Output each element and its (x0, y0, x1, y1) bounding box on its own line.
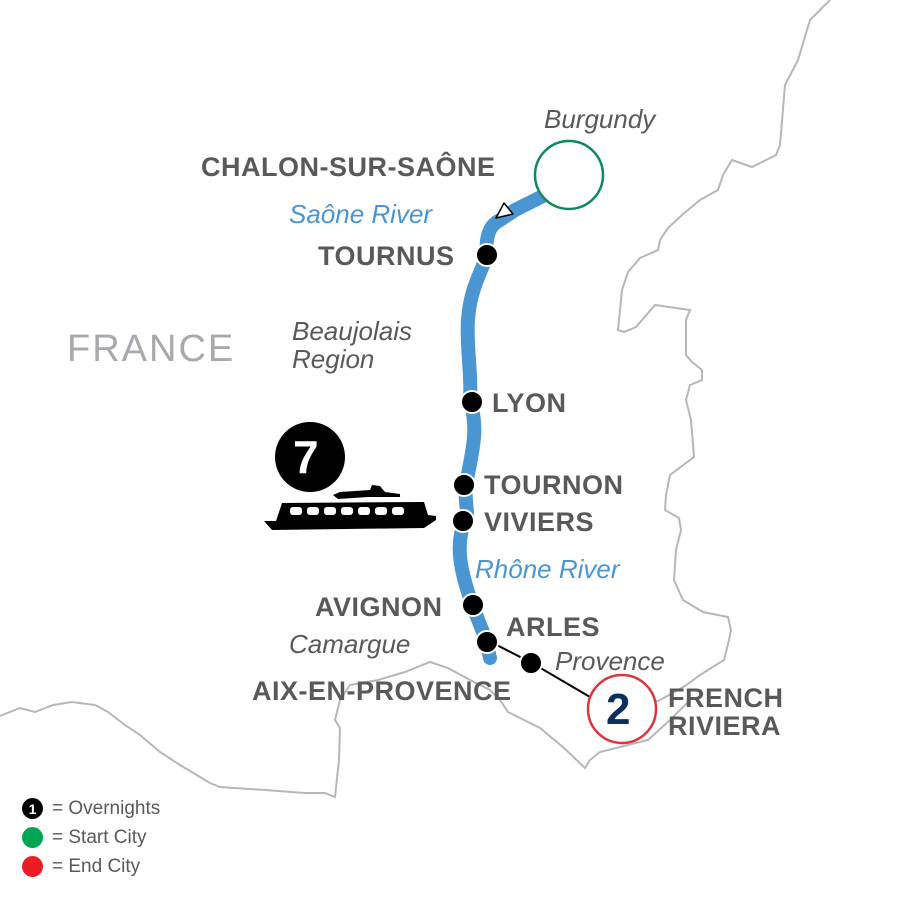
river-saone: Saône River (289, 199, 433, 229)
city-lyon: LYON (492, 388, 567, 418)
city-french-riviera: FRENCH RIVIERA (668, 684, 784, 740)
dot-tournus (475, 243, 499, 267)
city-arles: ARLES (506, 612, 601, 642)
dot-tournon (452, 473, 476, 497)
country-label-france: FRANCE (67, 328, 236, 370)
city-french-riviera-line1: FRENCH (668, 683, 784, 713)
legend-start-city: = Start City (22, 823, 160, 852)
region-provence: Provence (555, 646, 665, 676)
legend-overnights-label: = Overnights (52, 797, 161, 819)
dot-aix-en-provence (519, 651, 543, 675)
start-city-marker (533, 139, 605, 211)
legend-end-city: = End City (22, 852, 160, 881)
dot-arles (475, 630, 499, 654)
city-avignon: AVIGNON (315, 592, 443, 622)
legend-overnights: 1 = Overnights (22, 794, 160, 823)
legend: 1 = Overnights = Start City = End City (22, 794, 160, 881)
overnights-symbol-icon: 1 (22, 798, 43, 819)
city-chalon-sur-saone: CHALON-SUR-SAÔNE (201, 152, 496, 182)
region-beaujolais-line2: Region (292, 344, 375, 374)
overnights-symbol-number: 1 (28, 800, 37, 817)
end-city-overnights-count: 2 (606, 685, 631, 734)
direction-arrow-icon (495, 202, 514, 219)
ship-icon (264, 485, 436, 530)
river-route (452, 183, 562, 665)
city-viviers: VIVIERS (484, 507, 595, 537)
city-tournus: TOURNUS (318, 241, 455, 271)
region-camargue: Camargue (289, 629, 411, 659)
legend-end-city-label: = End City (52, 855, 141, 877)
overnights-badge (275, 422, 345, 492)
city-french-riviera-line2: RIVIERA (668, 711, 782, 741)
city-aix-en-provence: AIX-EN-PROVENCE (252, 676, 512, 706)
dot-lyon (460, 390, 484, 414)
region-burgundy: Burgundy (544, 104, 656, 134)
ship-overnights-count: 7 (293, 431, 319, 483)
start-city-dot-icon (22, 827, 43, 848)
end-city-marker (586, 673, 658, 745)
city-dots (451, 243, 543, 675)
region-beaujolais: Beaujolais Region (292, 317, 412, 373)
region-beaujolais-line1: Beaujolais (292, 316, 412, 346)
city-tournon: TOURNON (484, 470, 624, 500)
legend-start-city-label: = Start City (52, 826, 147, 848)
end-city-dot-icon (22, 856, 43, 877)
dot-avignon (461, 593, 485, 617)
dot-viviers (451, 509, 475, 533)
river-rhone: Rhône River (475, 554, 620, 584)
